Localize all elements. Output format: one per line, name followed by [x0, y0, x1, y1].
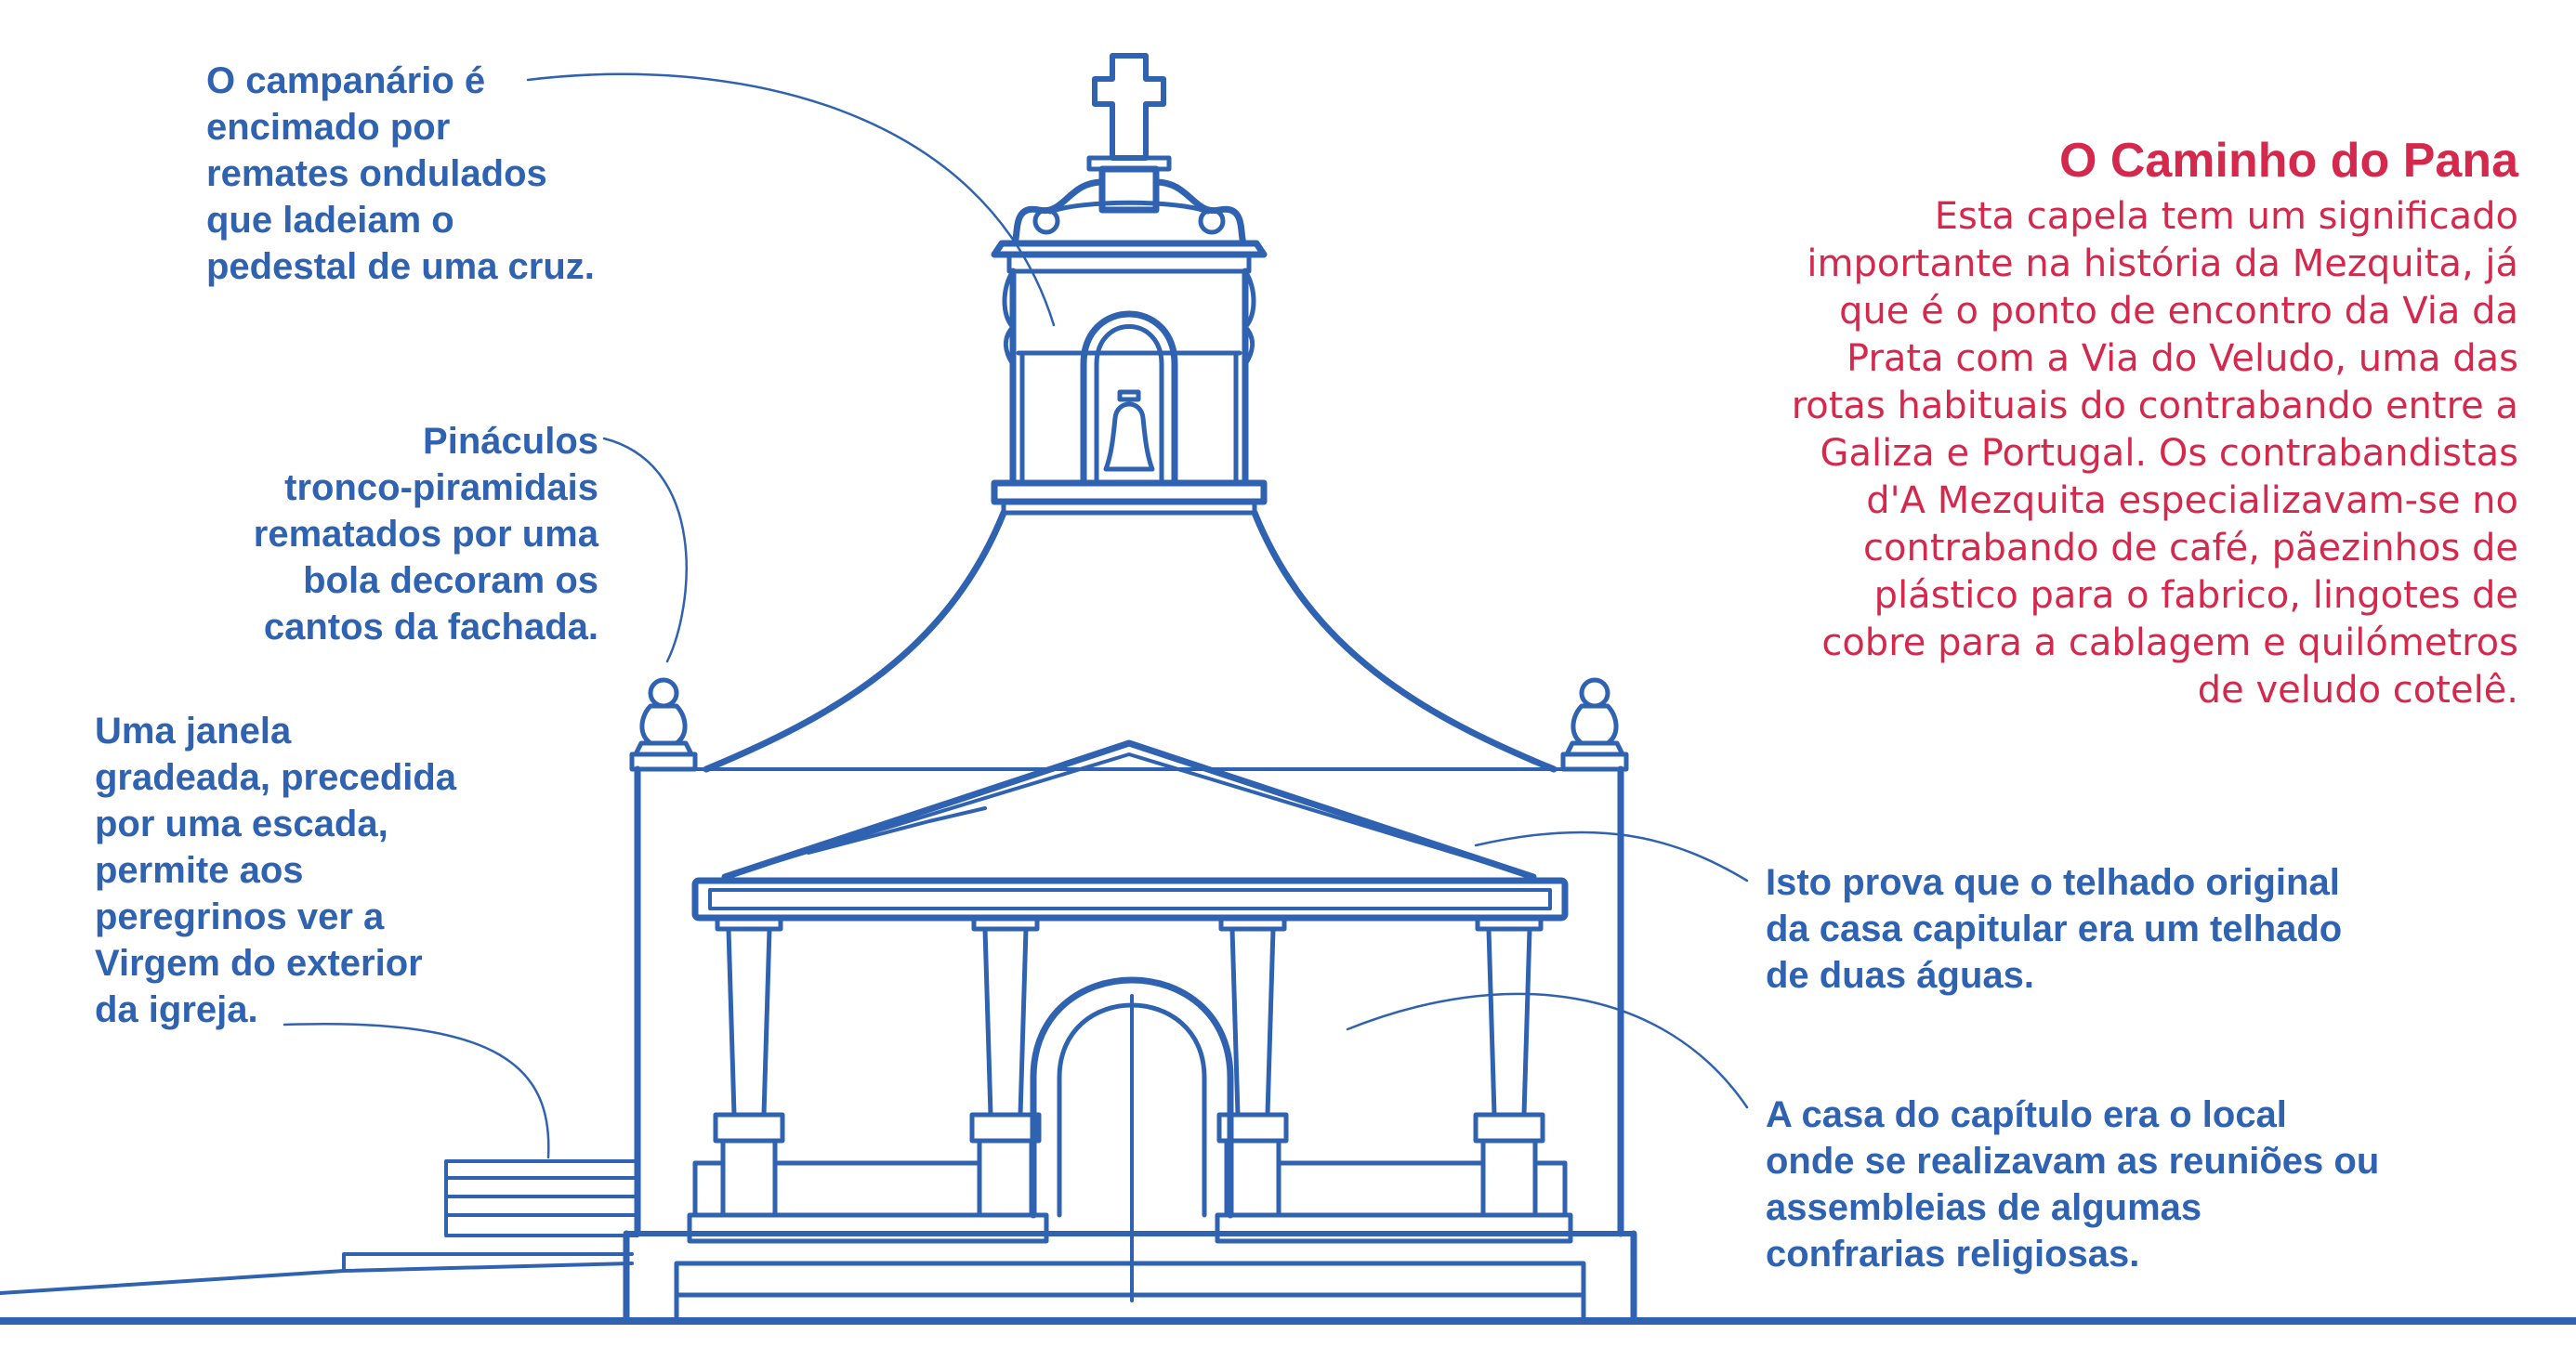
annotation-window: Uma janela gradeada, precedida por uma e… [95, 711, 457, 1030]
leader-pinnacle [602, 437, 688, 663]
info-panel: O Caminho do Pana Esta capela tem um sig… [1608, 128, 2518, 714]
chapter-house [623, 877, 1637, 1325]
leader-roof [1474, 830, 1749, 883]
pinnacle-left [629, 677, 698, 772]
annotation-chapter-house: A casa do capítulo era o local onde se r… [1766, 1094, 2380, 1275]
leader-window [283, 1023, 550, 1159]
cross-icon [1092, 53, 1166, 161]
facade [629, 677, 1629, 1237]
leader-bell [526, 72, 1056, 327]
bell-icon [1103, 389, 1155, 472]
pinnacle-right [1560, 677, 1629, 772]
leader-house [1346, 992, 1749, 1109]
dome-roof [703, 509, 1557, 773]
bell-tower [991, 53, 1268, 516]
gable-roof [721, 739, 1537, 881]
annotation-bell-tower: O campanário é encimado por remates ondu… [206, 60, 595, 287]
terrace [0, 1159, 639, 1295]
info-body: Esta capela tem um significado important… [1791, 195, 2518, 712]
info-title: O Caminho do Pana [2058, 134, 2518, 188]
arched-door [1030, 976, 1234, 1219]
annotation-roof: Isto prova que o telhado original da cas… [1766, 862, 2343, 996]
annotation-pinnacles: Pináculos tronco-piramidais rematados po… [253, 421, 598, 647]
leader-lines [283, 72, 1749, 1159]
